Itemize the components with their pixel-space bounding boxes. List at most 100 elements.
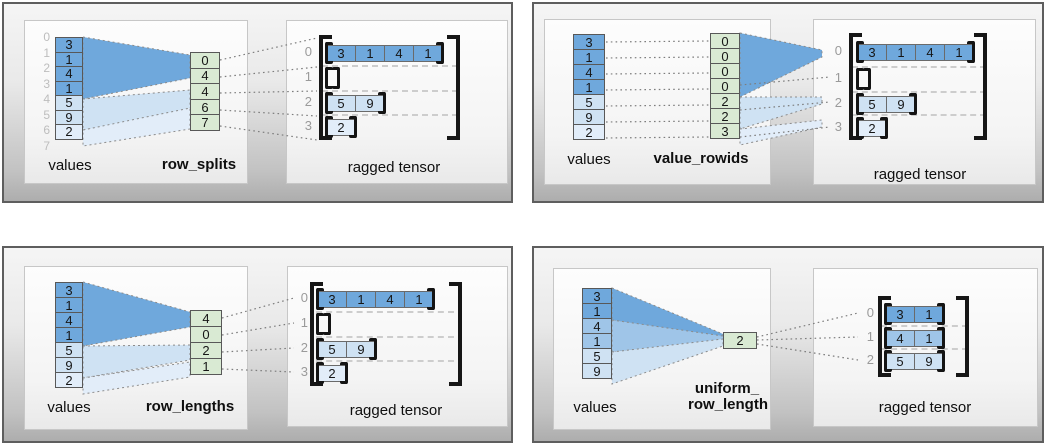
close-bracket-icon (340, 362, 348, 384)
value-cell: 5 (55, 342, 83, 358)
row-lengths-cell: 4 (190, 310, 222, 327)
connector-line (605, 120, 710, 123)
param-label: row_lengths (145, 398, 235, 415)
connector-line (219, 125, 318, 141)
close-bracket-icon (369, 338, 377, 360)
tensor-cell: 1 (413, 44, 443, 62)
tensor-label: ragged tensor (873, 166, 967, 183)
values-label: values (48, 157, 92, 174)
row-splits-cell: 7 (190, 114, 220, 131)
close-bracket-icon (956, 296, 969, 377)
fan-lighter (82, 361, 191, 395)
connector-line (605, 104, 710, 107)
value-cell: 2 (55, 372, 83, 388)
value-cell: 5 (55, 95, 83, 111)
param-label: row_splits (161, 156, 237, 173)
param-label-line2: row_length (687, 396, 769, 413)
row-index-label: 0 (834, 43, 842, 58)
row-separator (316, 360, 454, 362)
row-separator (881, 348, 968, 350)
connector-line (756, 312, 859, 338)
open-bracket-icon (856, 93, 864, 115)
value-rowids-cell: 0 (710, 48, 740, 64)
tensor-label: ragged tensor (878, 399, 972, 416)
open-bracket-icon (316, 338, 324, 360)
value-rowids-cell: 0 (710, 63, 740, 79)
close-bracket-icon (436, 42, 444, 64)
value-rowids-cell: 3 (710, 123, 740, 139)
open-bracket-icon (319, 35, 332, 140)
row-splits-cell: 4 (190, 83, 220, 100)
param-label-line1: uniform_ (694, 380, 760, 397)
uniform-row-length-cell: 2 (723, 332, 757, 349)
value-rowids-cell: 0 (710, 78, 740, 94)
tensor-cell: 1 (944, 43, 974, 61)
connector-line (219, 90, 318, 94)
connector-line (605, 136, 710, 139)
value-cell: 4 (573, 64, 605, 80)
open-bracket-icon (325, 42, 333, 64)
connector-line (219, 37, 318, 61)
fan-light (739, 96, 823, 130)
tensor-cell: 4 (384, 44, 414, 62)
value-cell: 3 (55, 282, 83, 298)
value-cell: 4 (582, 318, 612, 334)
connector-line (739, 126, 831, 138)
connector-line (739, 76, 831, 86)
row-index-label: 0 (300, 290, 308, 305)
row-separator (322, 90, 458, 92)
value-rowids-cell: 0 (710, 33, 740, 49)
value-index-label: 3 (43, 76, 50, 91)
row-lengths-cell: 1 (190, 358, 222, 375)
close-bracket-icon (937, 303, 945, 325)
row-index-label: 2 (304, 94, 312, 109)
value-cell: 9 (55, 357, 83, 373)
uniform-row-length-value: 2 (723, 332, 757, 349)
row-index-label: 3 (304, 118, 312, 133)
row-index-label: 0 (866, 305, 874, 320)
value-index-label: 4 (43, 92, 50, 106)
open-bracket-icon (316, 362, 324, 384)
row-separator (852, 91, 986, 93)
tensor-cell: 4 (915, 43, 945, 61)
connector-line (605, 72, 710, 75)
tensor-row (316, 313, 331, 335)
tensor-row: 2 (325, 116, 357, 138)
close-bracket-icon (449, 282, 462, 386)
open-bracket-icon (856, 68, 864, 90)
fan-dark (82, 36, 191, 100)
value-index-label: 0 (43, 30, 50, 44)
row-index-label: 1 (304, 69, 312, 84)
row-index-label: 3 (834, 119, 842, 134)
close-bracket-icon (937, 350, 945, 372)
close-bracket-icon (332, 67, 340, 89)
open-bracket-icon (856, 41, 864, 63)
row-separator (852, 66, 986, 68)
value-cell: 9 (582, 363, 612, 379)
open-bracket-icon (325, 67, 333, 89)
row-index-label: 3 (300, 364, 308, 379)
value-cell: 2 (55, 124, 83, 140)
fan-dark (82, 281, 191, 347)
value-cell: 1 (573, 79, 605, 95)
close-bracket-icon (880, 117, 888, 139)
close-bracket-icon (974, 33, 987, 140)
row-index-label: 1 (866, 329, 874, 344)
value-cell: 4 (55, 66, 83, 82)
fan-lighter (739, 119, 823, 146)
value-cell: 9 (55, 109, 83, 125)
tensor-label: ragged tensor (349, 402, 443, 419)
open-bracket-icon (856, 117, 864, 139)
connector-line (221, 347, 295, 353)
value-cell: 1 (55, 51, 83, 67)
